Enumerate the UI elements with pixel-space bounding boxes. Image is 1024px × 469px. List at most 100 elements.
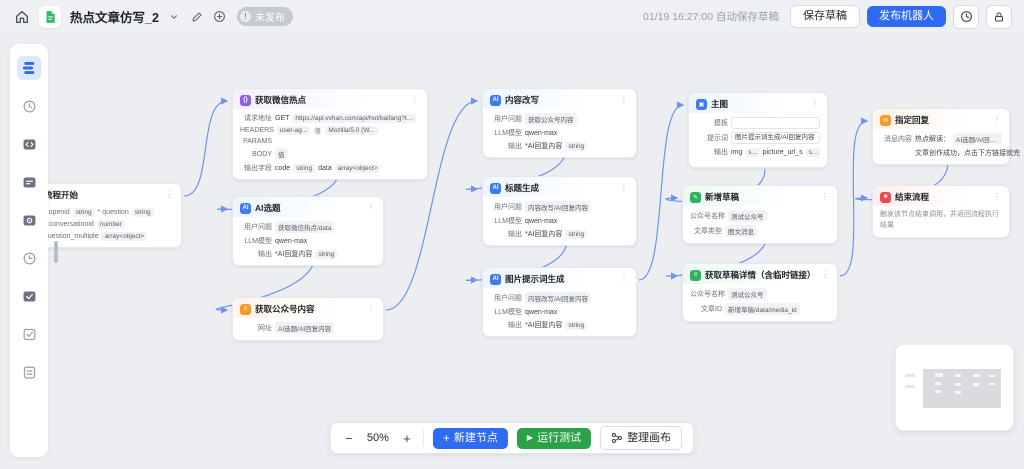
node-title: 图片提示词生成 bbox=[505, 274, 565, 284]
new-node-label: 新建节点 bbox=[453, 431, 498, 444]
field-label: BODY bbox=[252, 150, 272, 158]
plus-circle-icon bbox=[214, 11, 226, 22]
node-title: AI选题 bbox=[255, 203, 281, 213]
field-input[interactable] bbox=[731, 117, 820, 129]
field-text: qwen-max bbox=[525, 217, 558, 225]
node-type-icon: AI bbox=[240, 202, 251, 214]
node-reply[interactable]: ✉指定回复⋮消息内容热点解读：AI选题/AI回复内容文章创作成功，点击下方链接就… bbox=[872, 108, 1024, 165]
sidebar-item-form[interactable] bbox=[17, 322, 41, 346]
sidebar-item-code[interactable] bbox=[17, 132, 41, 156]
field-value-pill: string bbox=[745, 147, 760, 157]
field-value-pill: Mozilla/5.0 (W... bbox=[325, 126, 378, 135]
code-icon bbox=[23, 139, 35, 149]
node-menu-icon[interactable]: ⋮ bbox=[993, 115, 1001, 124]
title-chevron-down-icon[interactable] bbox=[166, 9, 182, 25]
version-history-button[interactable] bbox=[953, 4, 979, 29]
node-menu-icon[interactable]: ⋮ bbox=[821, 192, 829, 201]
new-node-button[interactable]: + 新建节点 bbox=[432, 427, 508, 449]
tidy-canvas-button[interactable]: 整理画布 bbox=[600, 426, 683, 450]
play-icon: ▶ bbox=[526, 433, 534, 442]
field-label: 用户问题 bbox=[494, 295, 522, 302]
node-menu-icon[interactable]: ⋮ bbox=[411, 95, 419, 104]
field-label: PARAMS bbox=[242, 138, 272, 145]
field-text: img bbox=[731, 148, 743, 156]
tidy-canvas-label: 整理画布 bbox=[627, 431, 672, 444]
field-text: 热点解读： bbox=[915, 136, 950, 143]
field-value-pill: 测试公众号 bbox=[728, 288, 767, 300]
sidebar-item-docs[interactable] bbox=[17, 360, 41, 384]
field-label: LLM模型 bbox=[494, 218, 522, 225]
run-test-label: 运行测试 bbox=[537, 431, 582, 444]
field-label: LLM模型 bbox=[244, 238, 272, 245]
run-test-button[interactable]: ▶ 运行测试 bbox=[516, 427, 592, 449]
node-menu-icon[interactable]: ⋮ bbox=[811, 99, 819, 108]
field-value-pill: AI选题/AI回复内容 bbox=[953, 133, 1002, 145]
node-menu-icon[interactable]: ⋮ bbox=[821, 270, 829, 279]
field-text: *AI回复内容 bbox=[275, 251, 313, 258]
node-new_draft[interactable]: ✎新增草稿⋮公众号名称测试公众号文章类型图文消息 bbox=[682, 185, 838, 244]
sidebar-item-review[interactable] bbox=[17, 284, 41, 308]
publish-bot-button[interactable]: 发布机器人 bbox=[867, 6, 946, 27]
sidebar-item-schedule[interactable] bbox=[17, 94, 41, 118]
node-menu-icon[interactable]: ⋮ bbox=[367, 304, 375, 313]
node-menu-icon[interactable]: ⋮ bbox=[620, 274, 628, 283]
node-end[interactable]: ■结束流程⋮触发该节点结束调用，并返回流程执行结果 bbox=[872, 185, 1010, 238]
save-draft-button[interactable]: 保存草稿 bbox=[790, 5, 860, 28]
canvas-scrollbar[interactable] bbox=[54, 241, 58, 263]
field-label: 输出 bbox=[258, 251, 272, 258]
edit-title-button[interactable] bbox=[189, 9, 205, 25]
gear-icon bbox=[23, 215, 35, 225]
node-type-icon: AI bbox=[490, 182, 501, 194]
field-text: data bbox=[318, 164, 332, 172]
minimap-viewport[interactable] bbox=[923, 369, 1001, 408]
field-text: qwen-max bbox=[525, 308, 558, 316]
field-label: 消息内容 bbox=[884, 136, 912, 143]
field-value-pill: 值 bbox=[275, 148, 288, 160]
node-menu-icon[interactable]: ⋮ bbox=[993, 192, 1001, 201]
node-title: 标题生成 bbox=[505, 183, 540, 193]
sidebar-item-plugin[interactable] bbox=[17, 208, 41, 232]
lock-button[interactable] bbox=[986, 4, 1012, 29]
canvas-toolbar: − 50% + + 新建节点 ▶ 运行测试 整理画布 bbox=[329, 422, 695, 454]
node-main_img[interactable]: ▣主图⋮模板提示词图片提示词生成/AI回复内容输出imgstringpictur… bbox=[688, 92, 828, 168]
field-value-pill: array<object> bbox=[334, 163, 381, 173]
field-value-pill: https://api.vvhan.com/api/hot/baifang?to… bbox=[292, 113, 417, 123]
app-logo bbox=[39, 5, 61, 28]
node-type-icon: AI bbox=[490, 273, 501, 285]
node-menu-icon[interactable]: ⋮ bbox=[620, 95, 628, 104]
zoom-out-button[interactable]: − bbox=[345, 430, 353, 446]
node-menu-icon[interactable]: ⋮ bbox=[367, 203, 375, 212]
field-value-pill: 获取微信热点/data bbox=[275, 221, 335, 233]
status-badge-label: 未发布 bbox=[254, 13, 285, 24]
field-value-pill: 图文消息 bbox=[725, 225, 757, 237]
node-title: 新增草稿 bbox=[705, 192, 740, 202]
clock-icon bbox=[23, 100, 35, 112]
sidebar-item-history[interactable] bbox=[17, 246, 41, 270]
sidebar-item-workflow[interactable] bbox=[17, 56, 41, 80]
field-value-pill: AI选题/AI回复内容 bbox=[275, 322, 335, 334]
field-value-pill: string bbox=[131, 208, 154, 217]
sidebar-item-knowledge[interactable] bbox=[17, 170, 41, 194]
field-value-pill: array<object> bbox=[101, 232, 148, 241]
node-title: 流程开始 bbox=[44, 190, 79, 200]
node-type-icon: {} bbox=[240, 94, 251, 106]
zoom-in-button[interactable]: + bbox=[403, 430, 411, 446]
field-input[interactable]: 图片提示词生成/AI回复内容 bbox=[731, 132, 820, 144]
field-text: * openid bbox=[44, 209, 70, 216]
home-button[interactable] bbox=[12, 7, 32, 27]
status-badge: ! 未发布 bbox=[236, 7, 293, 26]
add-version-button[interactable] bbox=[212, 9, 228, 25]
field-label: 输出 bbox=[714, 149, 728, 156]
minimap[interactable] bbox=[895, 344, 1014, 431]
node-menu-icon[interactable]: ⋮ bbox=[165, 190, 173, 199]
node-menu-icon[interactable]: ⋮ bbox=[620, 183, 628, 192]
